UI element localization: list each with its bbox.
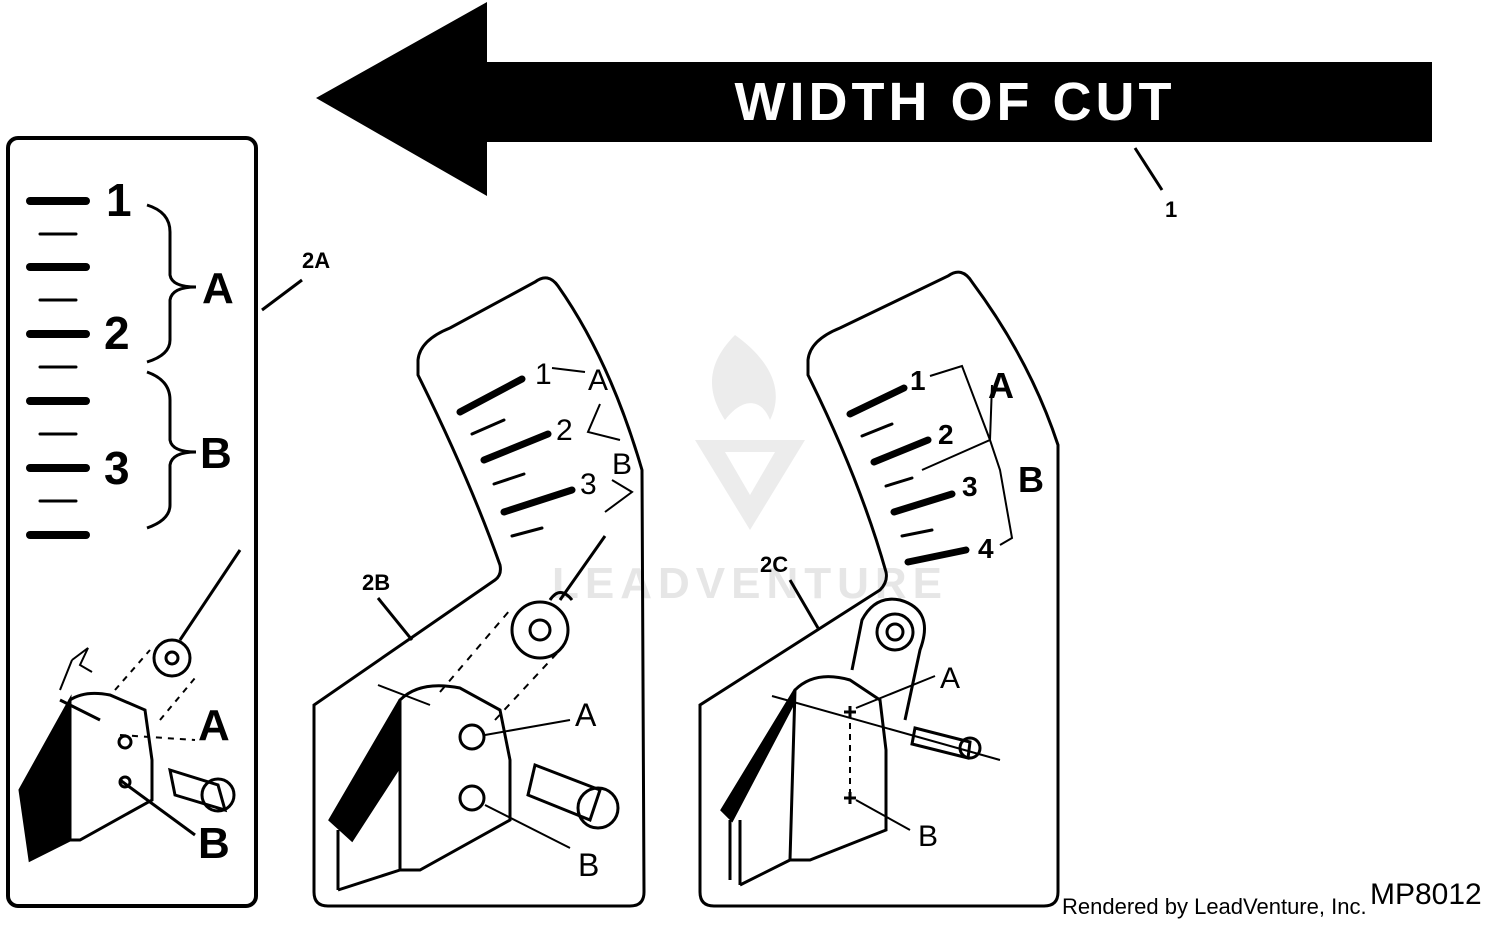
panel-2b: 1 2 3 A B 2B A B [312, 276, 646, 908]
scale-number-3: 3 [580, 468, 597, 501]
hole-label-a: A [940, 662, 960, 695]
hole-label-a: A [198, 701, 230, 750]
scale-number-1: 1 [535, 358, 552, 391]
hole-label-b: B [578, 847, 599, 883]
pivot-bracket [18, 549, 242, 863]
range-label-b: B [1018, 459, 1044, 500]
panel-2a-callout: 2A [302, 248, 330, 273]
scale-number-3: 3 [962, 471, 978, 502]
range-label-b: B [612, 448, 632, 481]
watermark-flame-icon [711, 335, 776, 420]
range-brace-b [146, 370, 197, 530]
range-label-a: A [202, 264, 234, 313]
panel-2a: 1 2 3 A B 2A A B [6, 136, 330, 908]
range-label-a: A [988, 365, 1014, 406]
footer-credit: Rendered by LeadVenture, Inc. [1062, 894, 1367, 919]
panel-2c: 1 2 3 4 A B 2C A B [698, 270, 1060, 908]
scale-ticks [456, 375, 576, 538]
watermark-text: LEADVENTURE [552, 559, 948, 608]
range-label-b: B [200, 429, 232, 478]
scale-ticks [846, 384, 970, 566]
panel-2c-callout: 2C [760, 552, 788, 577]
watermark: LEADVENTURE [552, 335, 948, 608]
width-of-cut-arrow: WIDTH OF CUT 1 [316, 2, 1432, 222]
scale-number-2: 2 [938, 419, 954, 450]
panel-2b-callout: 2B [362, 570, 390, 595]
range-label-a: A [588, 364, 608, 397]
pivot-bracket [328, 535, 620, 892]
figure-code: MP8012 [1370, 878, 1482, 911]
scale-ticks [26, 197, 90, 539]
watermark-v-logo-icon [695, 440, 805, 530]
arrow-callout: 1 [1165, 197, 1177, 222]
hole-label-b: B [198, 819, 230, 868]
scale-number-2: 2 [556, 414, 573, 447]
pivot-bracket [720, 597, 1001, 887]
hole-label-b: B [918, 820, 938, 853]
scale-number-2: 2 [104, 307, 130, 359]
hole-label-a: A [575, 697, 597, 733]
scale-number-1: 1 [106, 174, 132, 226]
arrow-label: WIDTH OF CUT [735, 72, 1176, 132]
scale-number-3: 3 [104, 442, 130, 494]
scale-number-4: 4 [978, 533, 994, 564]
range-brace-a [146, 203, 197, 364]
scale-number-1: 1 [910, 365, 926, 396]
